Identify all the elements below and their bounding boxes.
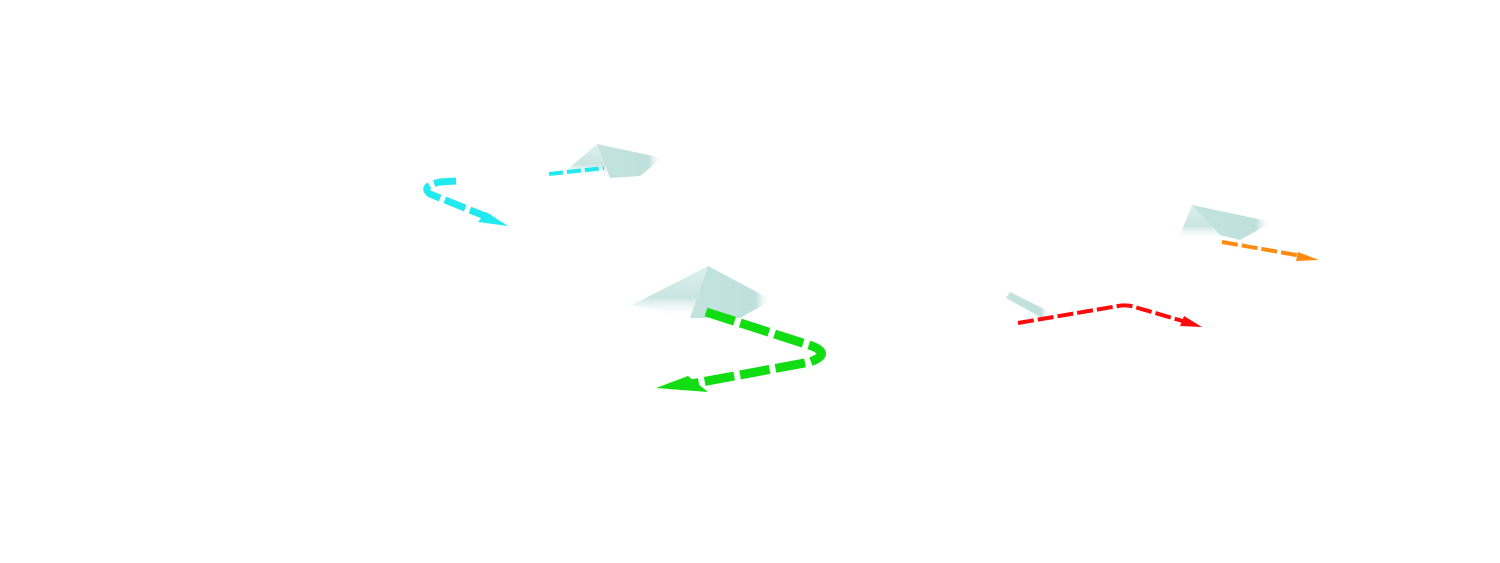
pyramid-center bbox=[632, 266, 772, 318]
orange-path-arrow bbox=[1221, 240, 1319, 261]
cyan-path-curve bbox=[423, 177, 492, 222]
pyramid-fragment bbox=[1006, 292, 1050, 318]
red-path-arrow bbox=[1017, 303, 1202, 327]
cyan-path-arrow bbox=[423, 166, 605, 226]
red-arrowhead bbox=[1180, 316, 1202, 327]
green-path-arrow bbox=[656, 307, 826, 392]
pyramid-right bbox=[1178, 205, 1272, 240]
green-arrowhead bbox=[656, 376, 708, 392]
orange-arrowhead bbox=[1296, 252, 1319, 261]
cyan-path-short bbox=[548, 166, 605, 176]
cyan-arrowhead bbox=[478, 212, 508, 226]
